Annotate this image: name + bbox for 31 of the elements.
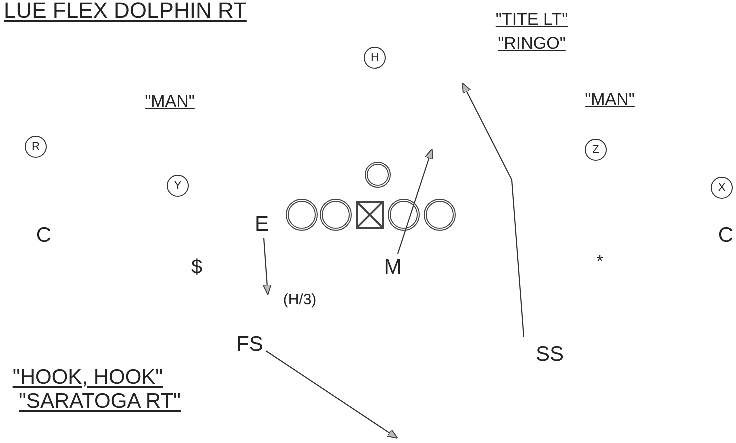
player-circle: X <box>711 177 733 199</box>
defender-letter: C <box>36 224 52 248</box>
player-circle: H <box>364 47 386 69</box>
defender-symbol: * <box>596 252 604 272</box>
player-circle: R <box>25 136 47 158</box>
lineman-circle <box>424 199 456 231</box>
route-arrow <box>397 148 434 254</box>
lineman-circle <box>365 162 391 188</box>
coverage-call: "MAN" <box>145 92 195 112</box>
defender-symbol: $ <box>191 256 203 280</box>
center-square <box>356 201 384 229</box>
route-arrow <box>462 82 525 338</box>
defender-letter: SS <box>536 343 564 367</box>
call-text: "TITE LT" <box>496 10 568 30</box>
call-text: "HOOK, HOOK" <box>12 366 164 390</box>
lineman-circle <box>320 199 352 231</box>
zone-note: (H/3) <box>283 292 317 308</box>
call-text: "RINGO" <box>498 34 566 54</box>
lineman-circle <box>286 199 318 231</box>
defender-letter: C <box>718 224 734 248</box>
defender-letter: M <box>384 256 402 280</box>
player-circle: Z <box>585 139 607 161</box>
call-text: "SARATOGA RT" <box>19 390 181 414</box>
play-title: LUE FLEX DOLPHIN RT <box>4 0 247 24</box>
lineman-circle <box>388 199 420 231</box>
defender-letter: FS <box>236 333 264 357</box>
player-circle: Y <box>167 175 189 197</box>
route-arrow <box>266 350 398 440</box>
coverage-call: "MAN" <box>585 90 635 110</box>
route-arrow <box>262 238 272 296</box>
defender-letter: E <box>255 213 269 237</box>
